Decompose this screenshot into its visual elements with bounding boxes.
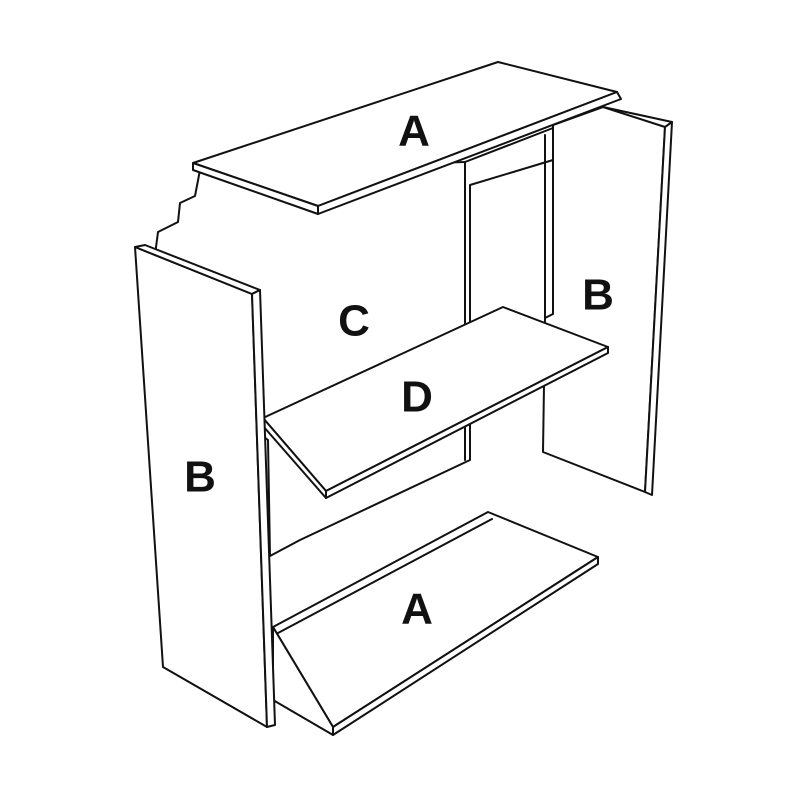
top-panel-a (192, 61, 622, 215)
left-side-label: B (184, 453, 216, 502)
shelf-d (262, 306, 609, 499)
right-side-panel-b (542, 106, 673, 496)
back-panel-label: C (338, 297, 370, 346)
top-panel-label: A (398, 107, 430, 156)
left-side-panel-b (134, 244, 276, 728)
bottom-panel-label: A (401, 585, 433, 634)
bottom-panel-a (272, 511, 599, 736)
shelf-label: D (401, 373, 433, 422)
right-side-label: B (582, 271, 614, 320)
